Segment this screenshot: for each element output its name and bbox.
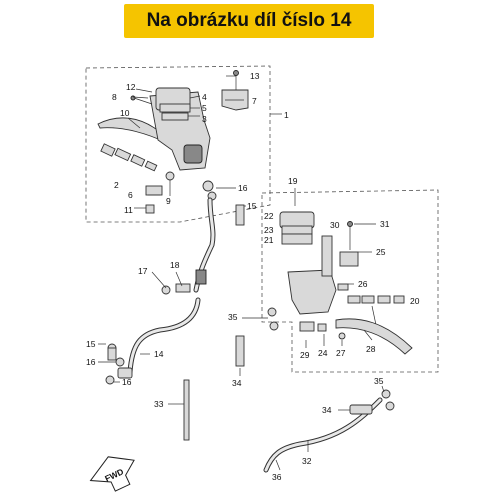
bolt-15 <box>235 204 245 226</box>
banjo-port <box>183 144 203 164</box>
callout-36: 36 <box>272 472 282 482</box>
callout-10: 10 <box>120 108 130 118</box>
callout-24: 24 <box>318 348 328 358</box>
callout-22: 22 <box>264 211 274 221</box>
callout-8: 8 <box>112 92 117 102</box>
lever-28 <box>335 318 413 355</box>
diaphragm-5 <box>159 103 191 113</box>
callout-1: 1 <box>284 110 289 120</box>
upper-master-cylinder <box>97 70 282 214</box>
callout-26: 26 <box>358 279 368 289</box>
piston-26 <box>337 283 349 291</box>
banjo-bolt-16a <box>202 180 214 192</box>
callout-15a: 15 <box>247 201 257 211</box>
link-30 <box>321 235 333 277</box>
switch-6 <box>145 185 163 196</box>
screw-11 <box>145 204 155 214</box>
callout-25: 25 <box>376 247 386 257</box>
nut-9 <box>165 171 175 181</box>
bolt-34b <box>349 404 373 415</box>
title-banner: Na obrázku díl číslo 14 <box>124 4 374 38</box>
plate-3 <box>161 112 189 121</box>
diaphragm-23 <box>281 225 313 235</box>
callout-4: 4 <box>202 92 207 102</box>
cylinder-body-lower <box>287 269 337 315</box>
callout-12: 12 <box>126 82 136 92</box>
callout-5: 5 <box>202 103 207 113</box>
piston-kit-2 <box>100 143 158 172</box>
bolt-34a <box>235 335 245 367</box>
fwd-arrow: FWD <box>89 456 135 492</box>
callout-7: 7 <box>252 96 257 106</box>
callout-31: 31 <box>380 219 390 229</box>
callout-13: 13 <box>250 71 260 81</box>
washer-16c <box>105 375 115 385</box>
callout-18: 18 <box>170 260 180 270</box>
callout-19: 19 <box>288 176 298 186</box>
callout-33: 33 <box>154 399 164 409</box>
piston-rod-20 <box>347 295 405 304</box>
banner-text: Na obrázku díl číslo 14 <box>146 10 352 31</box>
callout-30: 30 <box>330 220 340 230</box>
callout-32: 32 <box>302 456 312 466</box>
callout-34b: 34 <box>322 405 332 415</box>
callout-29: 29 <box>300 350 310 360</box>
callout-17: 17 <box>138 266 148 276</box>
bolt-17 <box>161 285 171 295</box>
plate-21 <box>281 233 313 245</box>
callout-23: 23 <box>264 225 274 235</box>
callout-3: 3 <box>202 114 207 124</box>
callout-2: 2 <box>114 180 119 190</box>
callout-9: 9 <box>166 196 171 206</box>
cable-tie-33 <box>183 379 190 441</box>
callout-16b: 16 <box>86 357 96 367</box>
lower-master-cylinder <box>279 188 413 355</box>
group-box-19 <box>261 189 439 373</box>
brake-hose-14 <box>127 297 201 375</box>
washer-35b <box>381 389 391 399</box>
screw-24 <box>317 323 327 332</box>
callout-11: 11 <box>124 205 133 215</box>
washer-35a <box>267 307 277 317</box>
callout-35b: 35 <box>374 376 384 386</box>
callout-27: 27 <box>336 348 346 358</box>
group-box-1 <box>85 65 271 223</box>
callout-15b: 15 <box>86 339 96 349</box>
callout-14: 14 <box>154 349 164 359</box>
bolt-18 <box>175 283 191 293</box>
hose-clamp <box>195 269 207 285</box>
callout-20: 20 <box>410 296 420 306</box>
switch-29 <box>299 321 315 332</box>
callout-16c: 16 <box>122 377 132 387</box>
callout-35a: 35 <box>228 312 238 322</box>
nut-27 <box>338 332 346 340</box>
callout-16a: 16 <box>238 183 248 193</box>
callout-34a: 34 <box>232 378 242 388</box>
switch-25 <box>339 251 359 267</box>
callout-28: 28 <box>366 344 376 354</box>
washer-16b <box>115 357 125 367</box>
callout-21: 21 <box>264 235 274 245</box>
callout-6: 6 <box>128 190 133 200</box>
